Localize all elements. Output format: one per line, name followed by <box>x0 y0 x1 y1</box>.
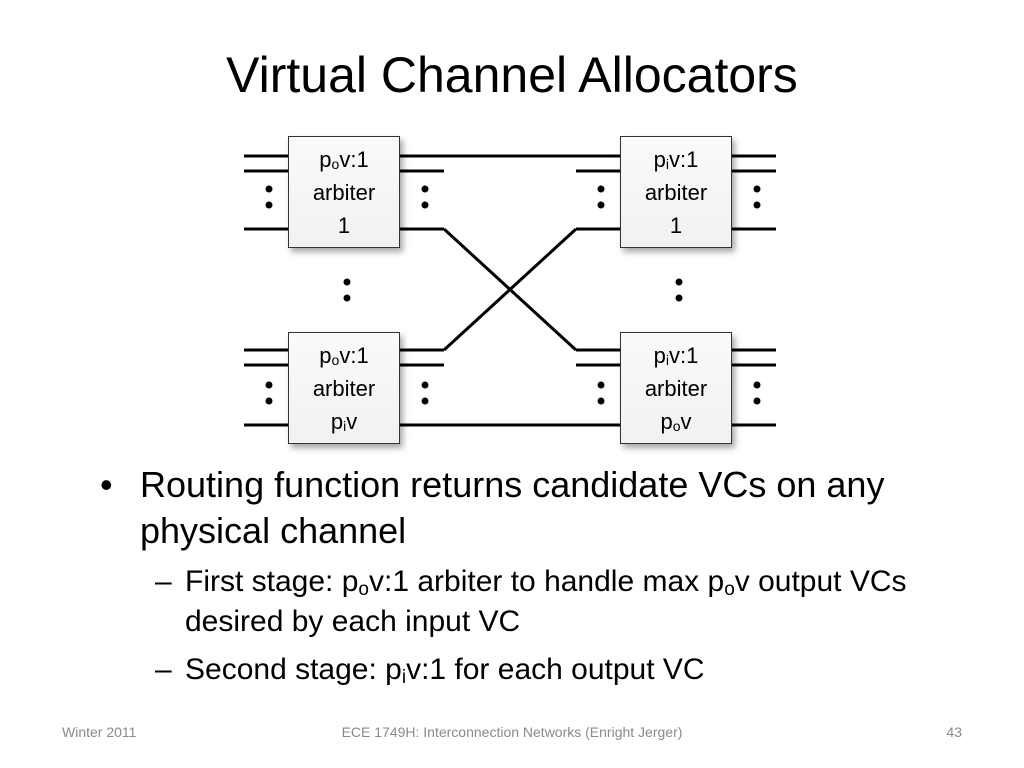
arbiter-label-line1: piv:1 <box>653 146 699 172</box>
arbiter-label-line1: pov:1 <box>319 146 369 172</box>
sub-bullet-item: – First stage: pov:1 arbiter to handle m… <box>100 562 960 642</box>
dash-icon: – <box>155 653 172 686</box>
arbiter-label-line3: 1 <box>337 212 351 238</box>
bullet-icon: • <box>100 464 113 505</box>
arbiter-label-line2: arbiter <box>312 375 376 401</box>
sub-bullet-text: First stage: pov:1 arbiter to handle max… <box>185 565 907 638</box>
arbiter-left-top: pov:1 arbiter 1 <box>288 136 400 248</box>
arbiter-right-bottom: piv:1 arbiter pov <box>620 332 732 444</box>
bullet-item: • Routing function returns candidate VCs… <box>100 462 960 554</box>
bullet-list: • Routing function returns candidate VCs… <box>100 462 960 690</box>
arbiter-label-line2: arbiter <box>644 179 708 205</box>
ellipsis-icon <box>675 278 683 302</box>
ellipsis-icon <box>265 185 273 209</box>
arbiter-left-bottom: pov:1 arbiter piv <box>288 332 400 444</box>
arbiter-label-line3: pov <box>660 408 692 434</box>
slide-number: 43 <box>946 724 962 740</box>
ellipsis-icon <box>597 381 605 405</box>
ellipsis-icon <box>753 381 761 405</box>
ellipsis-icon <box>597 185 605 209</box>
arbiter-label-line3: 1 <box>669 212 683 238</box>
ellipsis-icon <box>343 278 351 302</box>
ellipsis-icon <box>421 185 429 209</box>
ellipsis-icon <box>265 381 273 405</box>
sub-bullet-item: – Second stage: piv:1 for each output VC <box>100 650 960 690</box>
arbiter-label-line1: piv:1 <box>653 342 699 368</box>
sub-bullet-text: Second stage: piv:1 for each output VC <box>185 653 705 688</box>
dash-icon: – <box>155 565 172 598</box>
arbiter-label-line3: piv <box>330 408 358 434</box>
slide-title: Virtual Channel Allocators <box>226 47 798 103</box>
ellipsis-icon <box>753 185 761 209</box>
bullet-text: Routing function returns candidate VCs o… <box>140 464 885 551</box>
ellipsis-icon <box>421 381 429 405</box>
footer-left: Winter 2011 <box>62 724 137 740</box>
arbiter-label-line1: pov:1 <box>319 342 369 368</box>
wire-cross-up <box>442 227 578 352</box>
arbiter-right-top: piv:1 arbiter 1 <box>620 136 732 248</box>
footer-center: ECE 1749H: Interconnection Networks (Enr… <box>341 724 683 740</box>
arbiter-label-line2: arbiter <box>312 179 376 205</box>
arbiter-label-line2: arbiter <box>644 375 708 401</box>
